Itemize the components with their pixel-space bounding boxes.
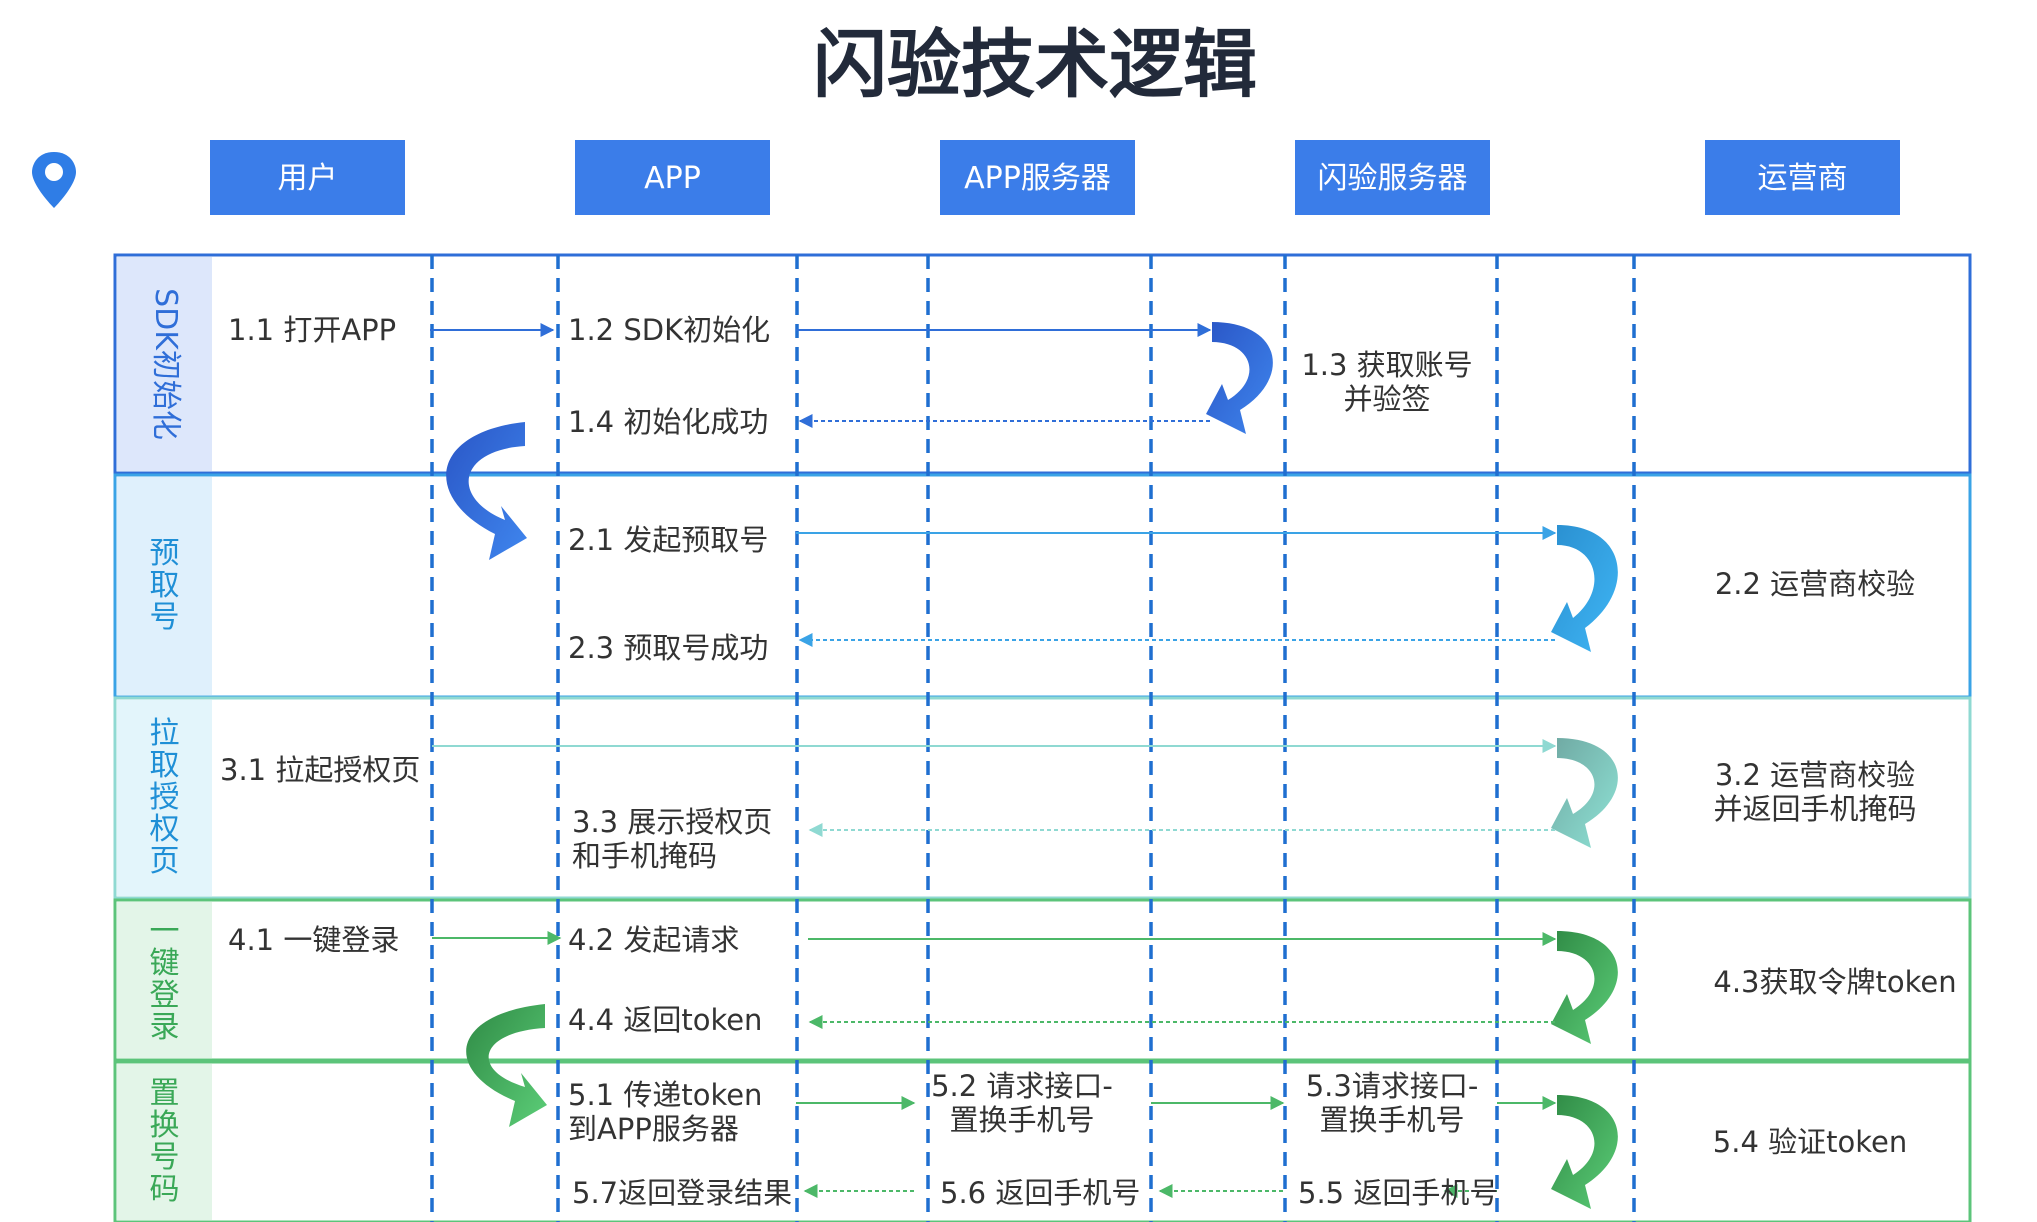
band-2: 拉取授权页	[113, 696, 1972, 900]
curve-3-2	[1551, 738, 1618, 848]
band-frame	[113, 696, 1972, 900]
header-3: 闪验服务器	[1295, 140, 1490, 215]
header-4: 运营商	[1705, 140, 1900, 215]
step-4-4: 4.4 返回token	[568, 1003, 762, 1037]
band-label: 拉取授权页	[150, 716, 180, 879]
band-0: SDK初始化	[113, 253, 1972, 475]
band-label-cell	[117, 700, 212, 896]
curve-4-to-5	[466, 1004, 547, 1127]
band-frame	[113, 253, 1972, 475]
step-5-4: 5.4 验证token	[1713, 1125, 1907, 1159]
curve-5-4	[1551, 1095, 1618, 1209]
band-3: 一键登录	[113, 898, 1972, 1062]
flow-arrows	[430, 322, 1618, 1209]
band-frame	[113, 898, 1972, 1062]
band-1: 预取号	[113, 473, 1972, 699]
header-box	[940, 140, 1135, 215]
step-2-3: 2.3 预取号成功	[568, 631, 768, 665]
step-3-2: 3.2 运营商校验并返回手机掩码	[1713, 758, 1916, 826]
step-4-2: 4.2 发起请求	[568, 923, 739, 957]
header-label: APP服务器	[964, 161, 1111, 196]
header-box	[575, 140, 770, 215]
step-1-4: 1.4 初始化成功	[568, 405, 768, 439]
curve-2-2	[1551, 525, 1618, 652]
band-label: 一键登录	[150, 914, 180, 1045]
step-5-6: 5.6 返回手机号	[940, 1176, 1140, 1210]
curve-4-3	[1551, 931, 1618, 1044]
band-label: 置换号码	[150, 1076, 180, 1207]
step-5-7: 5.7返回登录结果	[572, 1176, 792, 1210]
band-label-cell	[117, 1064, 212, 1220]
band-label: 预取号	[150, 536, 180, 635]
curve-1-to-2	[446, 422, 527, 560]
header-label: 闪验服务器	[1318, 161, 1468, 196]
band-4: 置换号码	[113, 1060, 1972, 1222]
step-2-1: 2.1 发起预取号	[568, 523, 768, 557]
band-label-cell	[117, 902, 212, 1058]
step-4-3: 4.3获取令牌token	[1713, 965, 1956, 999]
curve-1-3	[1206, 322, 1273, 434]
band-label: SDK初始化	[148, 288, 183, 440]
header-1: APP	[575, 140, 770, 215]
step-3-3: 3.3 展示授权页和手机掩码	[572, 805, 772, 873]
header-box	[210, 140, 405, 215]
header-2: APP服务器	[940, 140, 1135, 215]
header-label: APP	[644, 161, 701, 196]
step-4-1: 4.1 一键登录	[228, 923, 399, 957]
step-5-5: 5.5 返回手机号	[1298, 1176, 1498, 1210]
page-title: 闪验技术逻辑	[813, 22, 1257, 108]
header-box	[1295, 140, 1490, 215]
band-label-cell	[117, 257, 212, 471]
step-5-2: 5.2 请求接口-置换手机号	[931, 1069, 1113, 1137]
band-frame	[113, 1060, 1972, 1222]
step-3-1: 3.1 拉起授权页	[220, 753, 420, 787]
step-labels: 1.1 打开APP 1.2 SDK初始化 1.3 获取账号并验签 1.4 初始化成功 2…	[220, 313, 1957, 1210]
band-label-cell	[117, 477, 212, 695]
step-1-2: 1.2 SDK初始化	[568, 313, 770, 347]
header-label: 运营商	[1758, 161, 1848, 196]
header-label: 用户	[278, 161, 338, 196]
step-5-3: 5.3请求接口-置换手机号	[1306, 1069, 1479, 1137]
band-frame	[113, 473, 1972, 699]
column-dividers	[430, 255, 1636, 1222]
header-0: 用户	[210, 140, 405, 215]
step-1-1: 1.1 打开APP	[228, 313, 396, 347]
column-headers: 用户 APP APP服务器 闪验服务器 运营商	[210, 140, 1900, 215]
step-1-3: 1.3 获取账号并验签	[1301, 348, 1472, 416]
location-pin-icon	[32, 152, 76, 208]
step-2-2: 2.2 运营商校验	[1715, 567, 1915, 601]
header-box	[1705, 140, 1900, 215]
